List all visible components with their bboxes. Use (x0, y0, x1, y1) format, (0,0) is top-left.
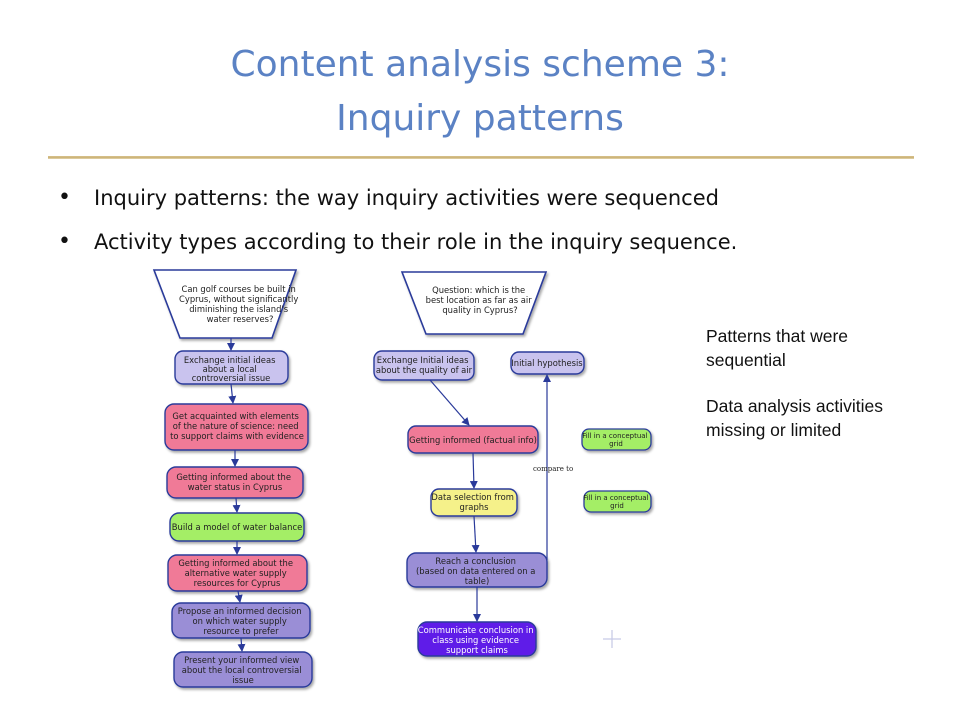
right-question-node: Question: which is the best location as … (400, 271, 548, 335)
svg-text:Exchange Initial ideas: Exchange Initial ideas about the quality… (376, 355, 473, 375)
node-label: Exchange Initial ideas (377, 355, 469, 365)
svg-text:Data selection from gr: Data selection from graphs (431, 492, 516, 512)
left-question-line: water reserves? (207, 314, 274, 324)
svg-text:Question: which is the: Question: which is the best location as … (426, 285, 535, 315)
right-question-line: quality in Cyprus? (442, 305, 517, 315)
arrow (429, 379, 470, 426)
svg-text:Present your informed view: Present your informed view about the loc… (182, 655, 305, 685)
node-label: Get acquainted with elements (172, 411, 298, 421)
left-node-alternative-resources: Getting informed about the alternative w… (167, 554, 308, 592)
node-label: grid (609, 440, 623, 448)
node-label: (based on data entered on a (416, 566, 535, 576)
left-node-water-status: Getting informed about the water status … (166, 466, 304, 499)
svg-text:Reach a conclusion (ba: Reach a conclusion (based on data entere… (416, 556, 538, 586)
slide-title-line-2: Inquiry patterns (336, 98, 624, 139)
svg-text:Communicate conclusion in: Communicate conclusion in class using ev… (418, 625, 536, 655)
left-node-water-balance-model: Build a model of water balance (169, 512, 305, 542)
node-label: about the quality of air (376, 365, 473, 375)
right-node-data-selection: Data selection from graphs (430, 488, 518, 517)
node-label: Fill in a conceptual (582, 432, 647, 440)
node-label: Getting informed about the (176, 472, 291, 482)
right-node-initial-hypothesis: Initial hypothesis (510, 351, 585, 375)
left-inquiry-diagram: Can golf courses be built in Cyprus, wit… (152, 269, 313, 688)
right-node-communicate-conclusion: Communicate conclusion in class using ev… (417, 621, 537, 657)
svg-text:Fill in a conceptual g: Fill in a conceptual grid (582, 432, 650, 448)
svg-text:Exchange initial ideas: Exchange initial ideas about a local con… (184, 355, 278, 383)
right-node-reach-conclusion: Reach a conclusion (based on data entere… (406, 552, 548, 588)
node-label: Getting informed about the (178, 558, 293, 568)
node-label: controversial issue (192, 373, 271, 383)
right-arrows (429, 374, 551, 622)
arrow (232, 497, 241, 513)
svg-text:Getting informed about the: Getting informed about the alternative w… (178, 558, 295, 588)
node-label: about the local controversial (182, 665, 302, 675)
node-label: Data selection from (431, 492, 513, 502)
node-label: on which water supply (193, 616, 287, 626)
left-node-nature-of-science: Get acquainted with elements of the natu… (164, 403, 309, 451)
node-label: Communicate conclusion in (418, 625, 534, 635)
left-question-node: Can golf courses be built in Cyprus, wit… (152, 269, 301, 339)
node-label: Reach a conclusion (435, 556, 516, 566)
left-node-exchange-ideas: Exchange initial ideas about a local con… (174, 350, 289, 385)
add-icon (603, 630, 621, 648)
right-node-getting-informed: Getting informed (factual info) (407, 425, 539, 454)
left-node-propose-decision: Propose an informed decision on which wa… (171, 602, 311, 639)
bullet-list: Inquiry patterns: the way inquiry activi… (58, 176, 737, 264)
slide-title-line-1: Content analysis scheme 3: (230, 44, 730, 85)
arrow (237, 637, 246, 652)
right-node-conceptual-grid-2: Fill in a conceptual grid (583, 490, 652, 513)
node-label: Exchange initial ideas (184, 355, 276, 365)
svg-text:Get acquainted with elements: Get acquainted with elements of the natu… (170, 411, 304, 441)
node-label: grid (610, 502, 624, 510)
left-arrows (227, 338, 246, 652)
node-label: Present your informed view (184, 655, 299, 665)
node-label: alternative water supply (185, 568, 287, 578)
node-label: Build a model of water balance (172, 522, 302, 532)
node-label: graphs (460, 502, 489, 512)
node-label: Fill in a conceptual (583, 494, 648, 502)
node-label: support claims (446, 645, 508, 655)
right-inquiry-diagram: Question: which is the best location as … (373, 271, 652, 657)
slide-title: Content analysis scheme 3: Inquiry patte… (0, 38, 960, 146)
node-label: about a local (203, 364, 257, 374)
arrow (228, 383, 237, 404)
node-label: of the nature of science: need (173, 421, 299, 431)
node-label: to support claims with evidence (170, 431, 304, 441)
compare-label: compare to (533, 465, 573, 473)
arrow (469, 452, 478, 489)
left-question-line: Cyprus, without significantly (179, 294, 298, 304)
left-node-present-view: Present your informed view about the loc… (173, 651, 313, 688)
node-label: Initial hypothesis (511, 358, 582, 368)
node-label: issue (232, 675, 254, 685)
right-node-conceptual-grid-1: Fill in a conceptual grid (581, 428, 652, 451)
arrow (234, 590, 243, 603)
node-label: water status in Cyprus (188, 482, 282, 492)
side-note: Patterns that were sequential Data analy… (706, 324, 926, 464)
right-question-line: best location as far as air (426, 295, 533, 305)
right-question-line: Question: which is the (432, 285, 525, 295)
svg-text:Initial hypothesis: Initial hypothesis (511, 358, 582, 368)
node-label: resource to prefer (203, 626, 279, 636)
node-label: table) (465, 576, 489, 586)
left-question-line: diminishing the island's (189, 304, 288, 314)
svg-text:Getting informed about the: Getting informed about the water status … (176, 472, 293, 492)
arrow (471, 515, 480, 553)
bullet-item: Inquiry patterns: the way inquiry activi… (58, 176, 737, 220)
bullet-item: Activity types according to their role i… (58, 220, 737, 264)
title-divider (48, 156, 914, 159)
left-question-line: Can golf courses be built in (181, 284, 295, 294)
node-label: Getting informed (factual info) (409, 435, 537, 445)
node-label: class using evidence (432, 635, 519, 645)
svg-text:Getting informed (factual info: Getting informed (factual info) (409, 435, 537, 445)
node-label: Propose an informed decision (178, 606, 302, 616)
svg-text:Propose an informed decision: Propose an informed decision on which wa… (178, 606, 305, 636)
right-node-exchange-ideas: Exchange Initial ideas about the quality… (373, 350, 475, 381)
svg-text:Fill in a conceptual g: Fill in a conceptual grid (583, 494, 651, 510)
side-note-data-analysis: Data analysis activities missing or limi… (706, 396, 884, 440)
side-note-sequential: Patterns that were sequential (706, 326, 849, 370)
svg-text:Build a model of water balance: Build a model of water balance (172, 522, 302, 532)
node-label: resources for Cyprus (194, 578, 281, 588)
svg-text:Can golf courses be built in: Can golf courses be built in Cyprus, wit… (179, 284, 301, 324)
